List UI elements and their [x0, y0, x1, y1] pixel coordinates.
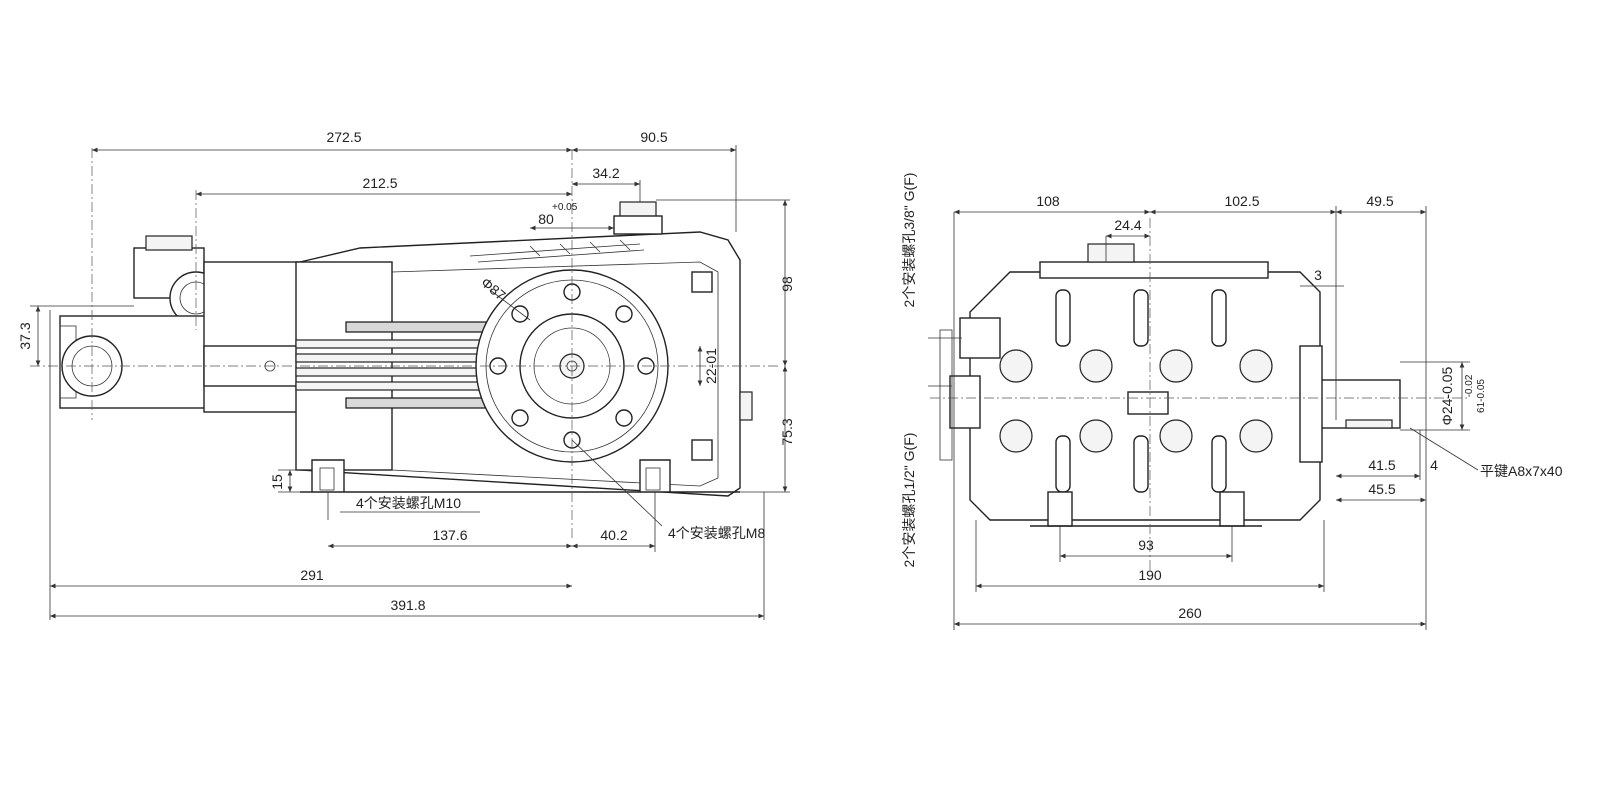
dim-391-8: 391.8 [390, 597, 425, 613]
dim-3: 3 [1314, 267, 1322, 283]
front-feet [1030, 491, 1262, 527]
dim-102-5: 102.5 [1224, 193, 1259, 209]
dim-80: 80 [538, 211, 554, 227]
dim-190: 190 [1138, 567, 1162, 583]
side-dim-lines [30, 145, 790, 620]
side-view: 272.5 90.5 212.5 34.2 +0.05 80 Φ87 98 37… [17, 129, 795, 620]
dim-15: 15 [269, 474, 285, 490]
dim-tol-a: -0.02 [1464, 374, 1475, 397]
note-port-top: 2个安装螺孔3/8" G(F) [901, 173, 917, 308]
plunger-bores [999, 349, 1273, 453]
dim-40-2: 40.2 [600, 527, 627, 543]
dim-75-3: 75.3 [779, 418, 795, 445]
dim-37-3: 37.3 [17, 322, 33, 349]
dim-260: 260 [1178, 605, 1202, 621]
dim-291: 291 [300, 567, 324, 583]
left-port-lower [949, 375, 981, 429]
oil-cap [613, 201, 663, 235]
shaft-key [1345, 419, 1393, 429]
dim-212-5: 212.5 [362, 175, 397, 191]
dim-22-01: 22-01 [703, 348, 719, 384]
corner-boss-tr [691, 271, 713, 293]
left-port-upper [959, 317, 1001, 359]
note-m8-holes: 4个安装螺孔M8 [668, 525, 765, 541]
note-port-bottom: 2个安装螺孔1/2" G(F) [901, 433, 917, 568]
dim-108: 108 [1036, 193, 1060, 209]
front-top-ridge [1039, 261, 1269, 279]
cover-slots [1055, 289, 1227, 493]
dim-41-5: 41.5 [1368, 457, 1395, 473]
center-slot [1127, 391, 1169, 415]
note-key: 平键A8x7x40 [1480, 463, 1563, 479]
front-view: 108 102.5 49.5 24.4 3 Φ24-0.05 -0.02 61-… [901, 173, 1563, 630]
dim-24-4: 24.4 [1114, 217, 1141, 233]
front-dim-lines [928, 206, 1479, 630]
dim-49-5: 49.5 [1366, 193, 1393, 209]
dim-45-5: 45.5 [1368, 481, 1395, 497]
left-edge [939, 329, 953, 461]
side-plug [739, 391, 753, 421]
dim-137-6: 137.6 [432, 527, 467, 543]
dim-4: 4 [1430, 457, 1438, 473]
dim-90-5: 90.5 [640, 129, 667, 145]
dim-34-2: 34.2 [592, 165, 619, 181]
mounting-feet [300, 459, 740, 493]
dim-tol-b: 61-0.05 [1476, 379, 1487, 413]
dim-272-5: 272.5 [326, 129, 361, 145]
dim-93: 93 [1138, 537, 1154, 553]
top-cooling-ribs [469, 239, 645, 263]
note-m10-holes: 4个安装螺孔M10 [356, 495, 461, 511]
corner-boss-br [691, 439, 713, 461]
shaft-collar [1299, 345, 1323, 463]
dim-phi24: Φ24-0.05 [1439, 366, 1455, 425]
dim-80-tolerance: +0.05 [552, 202, 578, 213]
dim-98: 98 [779, 276, 795, 292]
front-top-boss [1087, 243, 1135, 263]
